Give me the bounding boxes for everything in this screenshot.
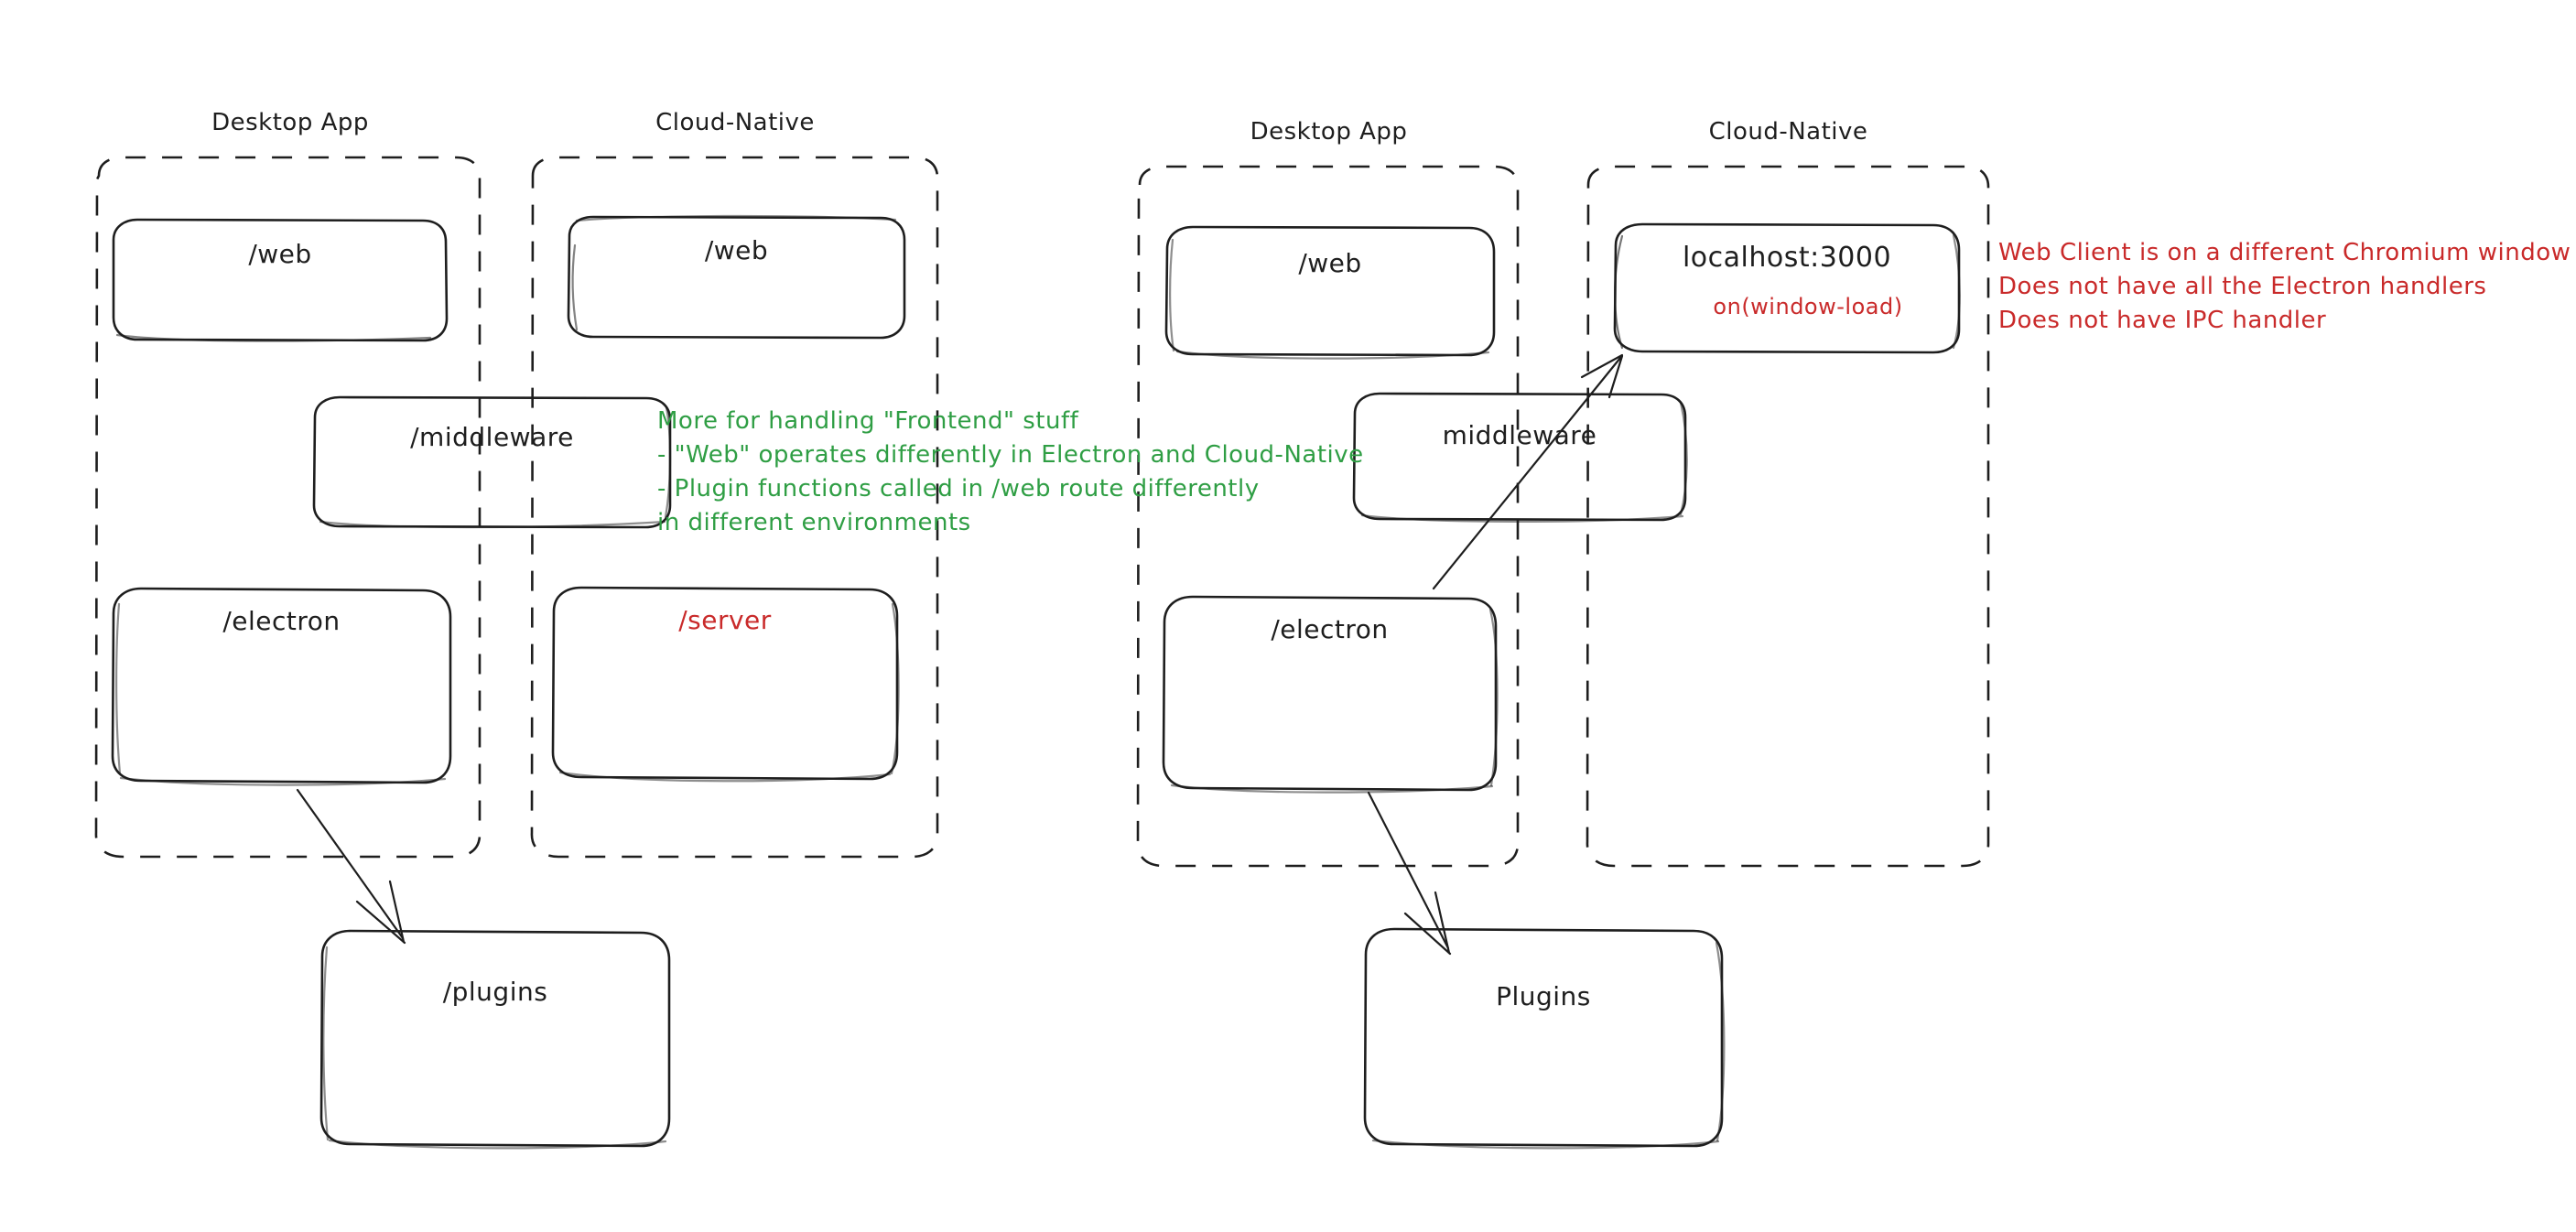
node-outline-left-cloud-web	[567, 214, 906, 340]
node-outline-right-web	[1164, 225, 1496, 360]
node-label-right-plugins: Plugins	[1496, 981, 1591, 1011]
note-red: Web Client is on a different Chromium wi…	[1998, 239, 2571, 334]
group-outline-left-desktop-app	[94, 156, 482, 859]
node-label-left-cloud-web: /web	[704, 235, 769, 265]
arrow-right-electron-to-plugins	[1367, 791, 1452, 956]
arrow-right-electron-to-localhost	[1432, 353, 1624, 590]
node-outline-left-server	[551, 586, 900, 783]
group-title-right-desktop-app: Desktop App	[1250, 118, 1408, 146]
node-outline-right-electron	[1162, 595, 1499, 794]
node-label-left-middleware: /middleware	[410, 422, 574, 452]
node-sublabel-right-localhost: on(window-load)	[1713, 294, 1903, 319]
node-outline-left-plugins	[319, 929, 671, 1150]
node-outline-left-web	[112, 218, 449, 342]
note-green: More for handling "Frontend" stuff - "We…	[657, 407, 1364, 536]
node-label-right-middleware: middleware	[1442, 420, 1597, 450]
group-title-left-desktop-app: Desktop App	[211, 109, 369, 136]
node-outline-left-middleware	[312, 395, 672, 529]
group-title-left-cloud-native: Cloud-Native	[655, 109, 815, 136]
node-label-left-server: /server	[678, 605, 772, 635]
node-label-right-localhost: localhost:3000	[1682, 242, 1892, 274]
node-outline-right-middleware	[1352, 392, 1688, 523]
arrow-left-electron-to-plugins	[296, 788, 406, 945]
node-label-left-plugins: /plugins	[442, 977, 548, 1007]
node-label-left-electron: /electron	[222, 606, 341, 636]
node-label-left-web: /web	[248, 239, 312, 269]
group-title-right-cloud-native-label: Cloud-Native	[1588, 118, 1988, 146]
node-outline-right-localhost	[1613, 222, 1961, 354]
node-outline-right-plugins	[1363, 927, 1726, 1150]
node-outline-left-electron	[111, 587, 452, 786]
node-label-right-web: /web	[1298, 248, 1362, 278]
group-outline-right-desktop-app	[1136, 165, 1520, 868]
group-outline-right-cloud-native	[1586, 165, 1990, 868]
node-label-right-electron: /electron	[1271, 614, 1389, 644]
